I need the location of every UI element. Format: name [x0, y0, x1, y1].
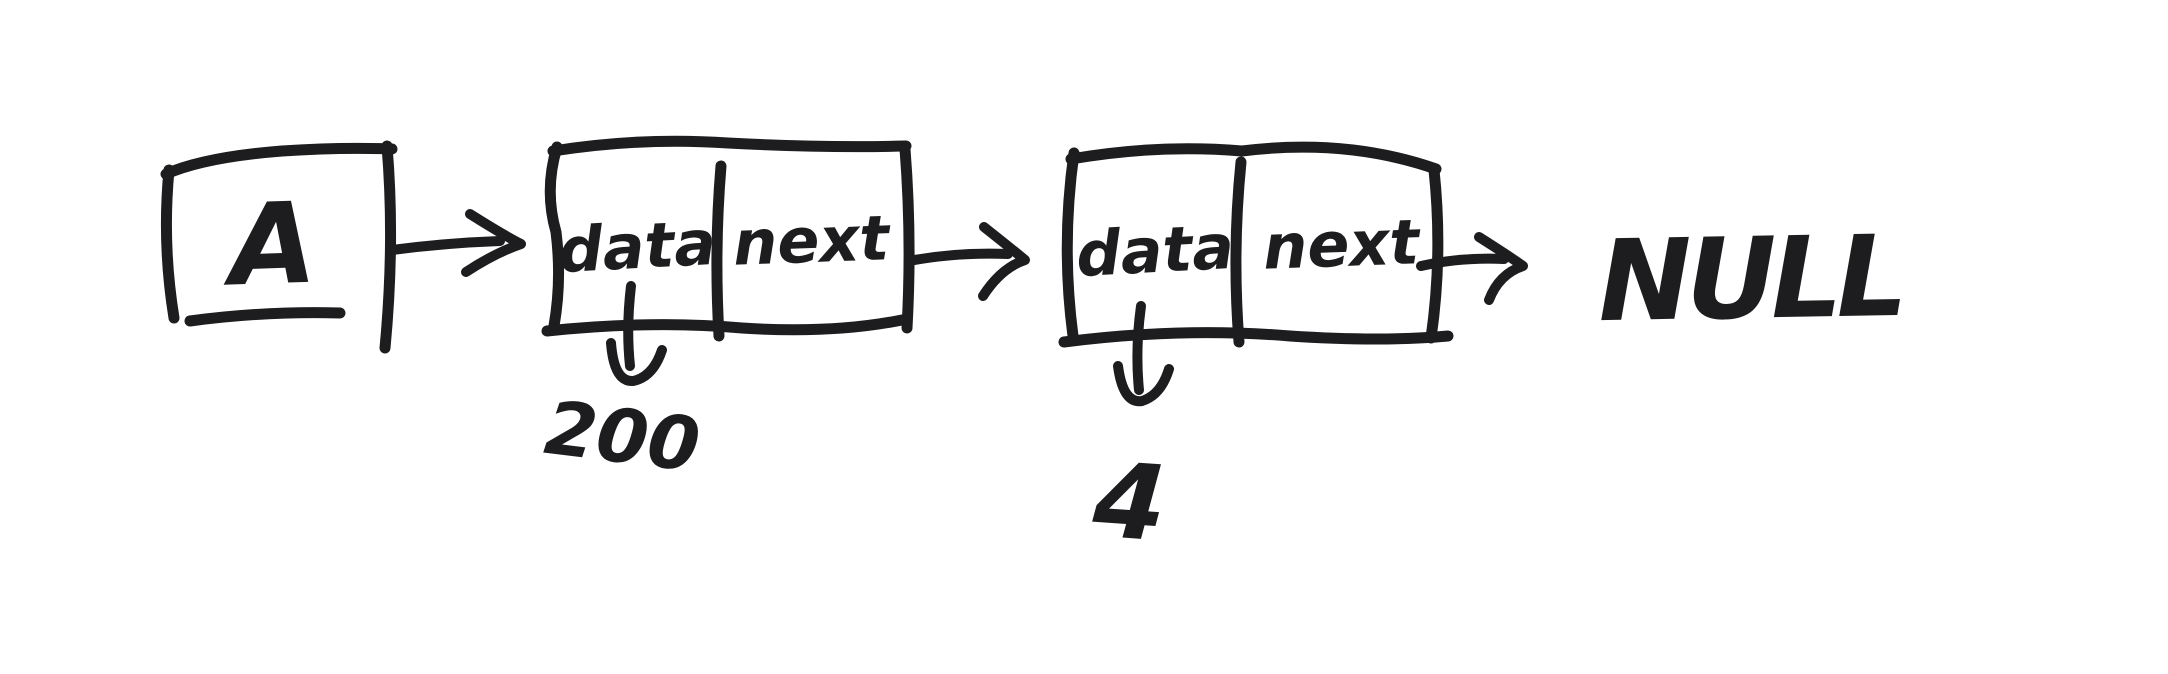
node1-next-cell-label: next — [732, 201, 893, 279]
head-box-top-edge — [160, 142, 398, 180]
node2-data-cell-label: data — [1074, 210, 1235, 291]
arrowhead-icon — [606, 338, 667, 386]
head-box-right-edge — [379, 140, 397, 354]
null-terminator-label: NULL — [1597, 212, 1903, 347]
node1-divider — [711, 160, 727, 342]
node1-bottom-edge — [541, 314, 908, 337]
node1-data-cell-label: data — [556, 206, 717, 287]
head-box-left-edge — [160, 164, 180, 324]
node1-right-edge — [899, 143, 915, 334]
arrow-shaft — [387, 236, 505, 255]
node2-top-edge — [1065, 141, 1442, 175]
head-to-node1-arrow — [387, 209, 526, 277]
node2-bottom-edge — [1058, 327, 1454, 348]
arrow-shaft — [623, 281, 636, 371]
node1-value-label: 200 — [540, 385, 704, 489]
node1-top-edge — [547, 135, 912, 157]
node2-next-cell-label: next — [1262, 205, 1423, 283]
arrow-shaft — [1416, 253, 1509, 271]
ink-strokes — [160, 135, 1528, 407]
node1-value-arrow — [606, 281, 667, 386]
arrowhead-icon — [461, 209, 526, 277]
labels: A data next 200 data next 4 NULL — [219, 179, 1902, 566]
arrowhead-icon — [1113, 361, 1174, 407]
node1-box — [541, 135, 915, 342]
head-box-bottom-edge — [184, 307, 346, 327]
arrow-shaft — [904, 248, 1013, 266]
arrowhead-icon — [978, 222, 1030, 301]
node2-left-edge — [1061, 147, 1080, 342]
head-pointer-label: A — [219, 179, 318, 312]
node2-divider — [1230, 156, 1247, 348]
node1-left-edge — [544, 141, 565, 332]
node2-right-edge — [1425, 164, 1444, 344]
node2-to-null-arrow — [1416, 232, 1528, 305]
node2-value-arrow — [1113, 301, 1174, 407]
head-pointer-box — [160, 140, 398, 354]
node1-to-node2-arrow — [904, 222, 1030, 301]
arrow-shaft — [1132, 301, 1146, 395]
node2-box — [1058, 141, 1454, 348]
node2-value-label: 4 — [1089, 439, 1171, 566]
arrowhead-icon — [1474, 232, 1528, 305]
